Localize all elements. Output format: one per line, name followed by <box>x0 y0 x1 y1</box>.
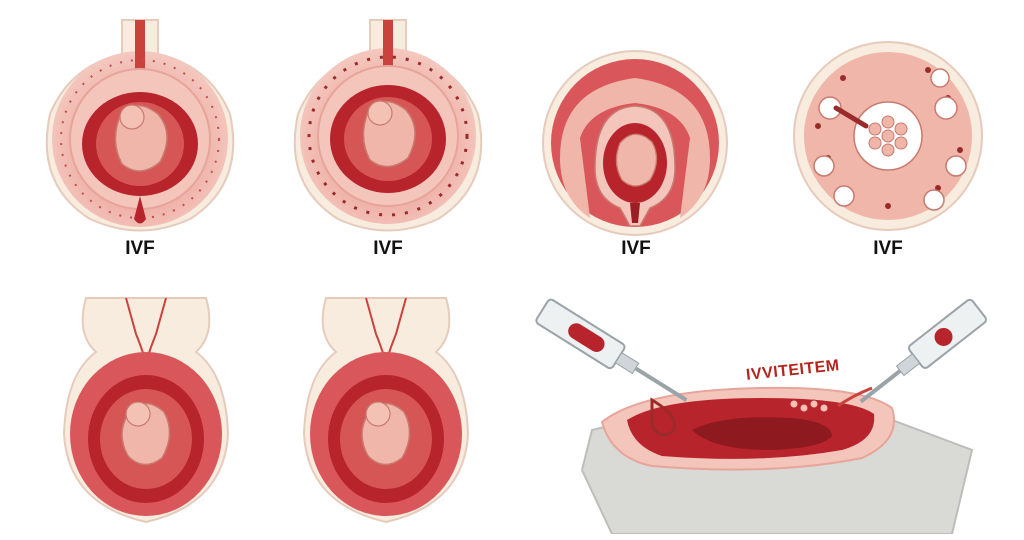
figure-2-caption: IVF <box>373 238 403 259</box>
uterus-diagram-4 <box>793 41 983 231</box>
embryo-transfer-illustration <box>535 298 987 534</box>
figure-4-caption: IVF <box>873 238 903 259</box>
uterus-diagram-6 <box>302 297 470 524</box>
figure-3-caption: IVF <box>621 238 651 259</box>
uterus-diagram-2 <box>293 19 483 232</box>
uterus-diagram-5 <box>62 297 230 524</box>
uterus-diagram-1 <box>45 19 235 232</box>
uterus-diagram-3 <box>542 50 728 236</box>
figure-1-caption: IVF <box>125 238 155 259</box>
